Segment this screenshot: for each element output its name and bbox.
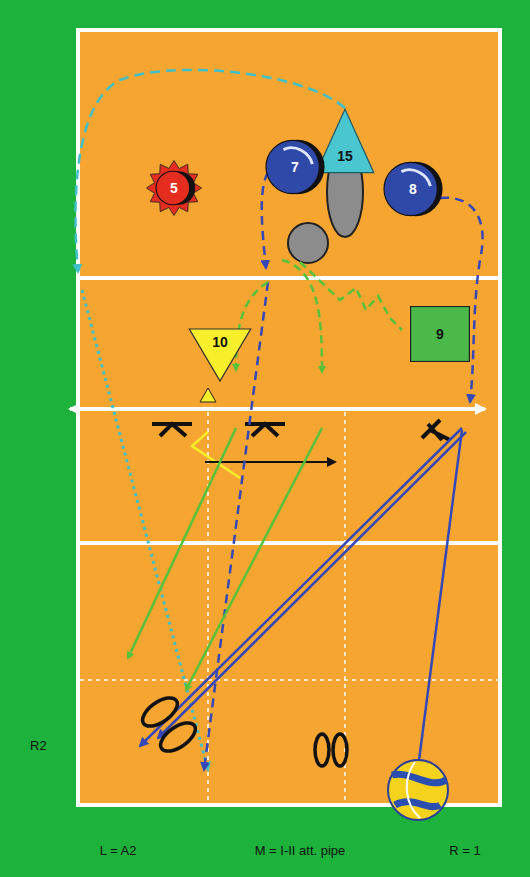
player-number: 9 bbox=[436, 327, 444, 341]
player-marker: 9 bbox=[410, 306, 470, 362]
player-number: 15 bbox=[337, 149, 353, 163]
player-marker: 10 bbox=[188, 328, 252, 382]
player-number: 5 bbox=[170, 181, 178, 195]
player-number: 8 bbox=[409, 182, 417, 196]
player-number: 7 bbox=[291, 160, 299, 174]
player-marker: 8 bbox=[384, 160, 442, 218]
caption-label: L = A2 bbox=[100, 843, 137, 858]
player-marker: 5 bbox=[146, 160, 202, 216]
caption-label: R = 1 bbox=[449, 843, 480, 858]
caption-label: M = I-II att. pipe bbox=[255, 843, 346, 858]
player-marker: 7 bbox=[266, 138, 324, 196]
caption-label: R2 bbox=[30, 738, 47, 753]
player-number: 10 bbox=[212, 335, 228, 349]
